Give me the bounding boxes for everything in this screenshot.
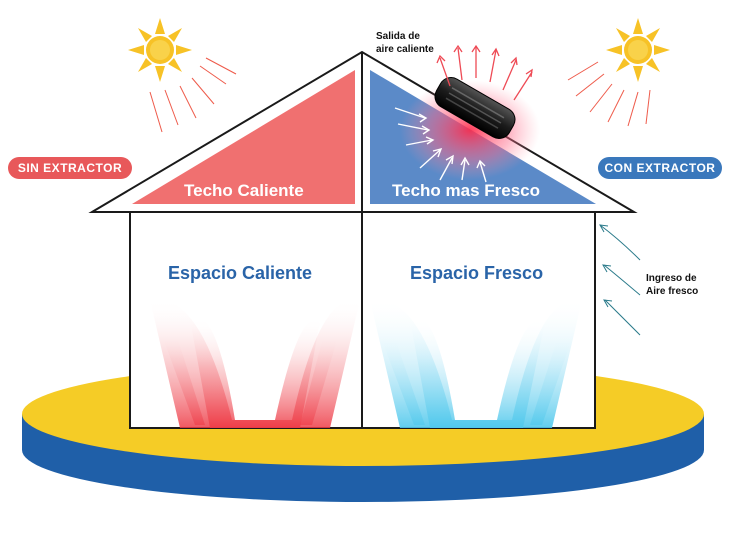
hot-air-exit-arrows [436,44,533,101]
con-extractor-badge: CON EXTRACTOR [598,157,722,179]
sun-icon [128,18,192,82]
hot-air-exit-label: Salida de aire caliente [376,30,434,56]
air-arrows-icon [599,224,641,336]
hot-air-exit-line2: aire caliente [376,44,434,55]
warm-air-plume [150,299,360,428]
intake-arrows [394,107,487,183]
sun-icon [606,18,670,82]
sun-rays-left [149,57,237,133]
hot-room-label: Espacio Caliente [168,263,313,283]
cool-air-plume [370,299,582,428]
fresh-air-intake-label: Ingreso de Aire fresco [646,272,698,298]
hot-roof-label: Techo Caliente [184,181,304,200]
roof-extractor-icon [434,77,516,139]
cool-roof-label: Techo mas Fresco [392,181,541,200]
fresh-air-intake-line1: Ingreso de [646,273,697,284]
sun-rays-right [567,61,651,127]
hot-air-exit-line1: Salida de [376,31,420,42]
sin-extractor-badge: SIN EXTRACTOR [8,157,132,179]
cool-room-label: Espacio Fresco [410,263,544,283]
hot-attic [132,70,355,204]
fresh-air-intake-line2: Aire fresco [646,286,699,297]
